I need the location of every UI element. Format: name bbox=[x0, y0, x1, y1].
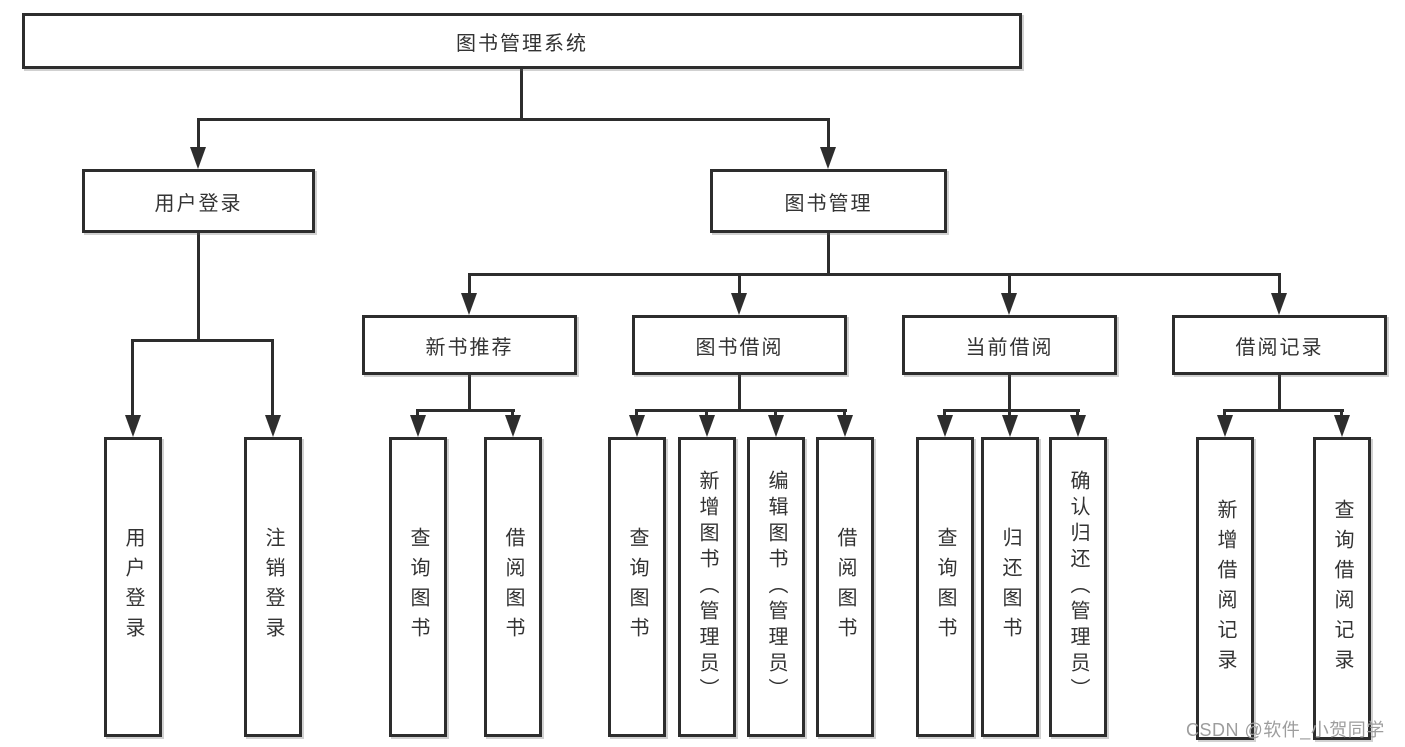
arrow-down-icon bbox=[699, 415, 715, 437]
connector-new-book-trunk bbox=[468, 375, 471, 409]
leaf-records-add-record: 新增借阅记录 bbox=[1196, 437, 1254, 740]
leaf-recommend-query-books: 查询图书 bbox=[389, 437, 447, 737]
connector-book-borrow-bar bbox=[635, 409, 847, 412]
leaf-borrow-borrow-books-label: 借阅图书 bbox=[834, 527, 856, 647]
node-current-borrowing-label: 当前借阅 bbox=[965, 336, 1054, 359]
connector-to-book-borrow bbox=[738, 273, 741, 295]
node-user-login: 用户登录 bbox=[82, 169, 315, 233]
leaf-records-add-record-label: 新增借阅记录 bbox=[1214, 498, 1236, 679]
connector-stub bbox=[416, 409, 419, 417]
arrow-down-icon bbox=[1334, 415, 1350, 437]
connector-borrow-records-bar bbox=[1223, 409, 1344, 412]
connector-stub bbox=[1008, 409, 1011, 417]
connector-to-leaf-logout bbox=[271, 339, 274, 417]
arrow-down-icon bbox=[410, 415, 426, 437]
leaf-recommend-query-books-label: 查询图书 bbox=[407, 527, 429, 647]
leaf-borrow-add-books-admin: 新增图书（管理员） bbox=[678, 437, 736, 737]
leaf-current-return-books: 归还图书 bbox=[981, 437, 1039, 737]
node-borrowing-records-label: 借阅记录 bbox=[1235, 336, 1324, 359]
leaf-borrow-query-books-label: 查询图书 bbox=[626, 527, 648, 647]
arrow-down-icon bbox=[937, 415, 953, 437]
connector-to-leaf-user-login bbox=[131, 339, 134, 417]
connector-book-mgmt-bar bbox=[468, 273, 1281, 276]
connector-user-login-bar bbox=[131, 339, 274, 342]
leaf-recommend-borrow-books: 借阅图书 bbox=[484, 437, 542, 737]
arrow-down-icon bbox=[1217, 415, 1233, 437]
connector-book-borrow-trunk bbox=[738, 375, 741, 409]
node-borrowing-records: 借阅记录 bbox=[1172, 315, 1387, 375]
connector-stub bbox=[1340, 409, 1343, 417]
connector-current-borrow-bar bbox=[943, 409, 1080, 412]
leaf-borrow-query-books: 查询图书 bbox=[608, 437, 666, 737]
csdn-watermark: CSDN @软件_小贺同学 bbox=[1186, 720, 1385, 740]
leaf-user-login-label: 用户登录 bbox=[122, 527, 144, 647]
node-book-borrowing: 图书借阅 bbox=[632, 315, 847, 375]
leaf-borrow-edit-books-admin: 编辑图书（管理员） bbox=[747, 437, 805, 737]
leaf-user-login: 用户登录 bbox=[104, 437, 162, 737]
node-book-borrowing-label: 图书借阅 bbox=[695, 336, 784, 359]
leaf-borrow-borrow-books: 借阅图书 bbox=[816, 437, 874, 737]
leaf-current-query-books-label: 查询图书 bbox=[934, 527, 956, 647]
connector-stub bbox=[635, 409, 638, 417]
node-user-login-label: 用户登录 bbox=[154, 192, 243, 215]
connector-root-trunk bbox=[520, 69, 523, 118]
connector-stub bbox=[1223, 409, 1226, 417]
connector-root-to-book-mgmt bbox=[827, 118, 830, 149]
node-book-management-label: 图书管理 bbox=[784, 192, 873, 215]
arrow-down-icon bbox=[1002, 415, 1018, 437]
leaf-borrow-edit-books-admin-label: 编辑图书（管理员） bbox=[765, 470, 787, 704]
connector-stub bbox=[843, 409, 846, 417]
leaf-logout-label: 注销登录 bbox=[262, 527, 284, 647]
arrow-down-icon bbox=[837, 415, 853, 437]
leaf-records-query-record: 查询借阅记录 bbox=[1313, 437, 1371, 740]
leaf-borrow-add-books-admin-label: 新增图书（管理员） bbox=[696, 470, 718, 704]
arrow-down-icon bbox=[1070, 415, 1086, 437]
connector-new-book-bar bbox=[416, 409, 515, 412]
arrow-down-icon bbox=[629, 415, 645, 437]
leaf-current-query-books: 查询图书 bbox=[916, 437, 974, 737]
connector-stub bbox=[1076, 409, 1079, 417]
node-book-management: 图书管理 bbox=[710, 169, 947, 233]
arrow-down-icon bbox=[461, 293, 477, 315]
connector-current-borrow-trunk bbox=[1008, 375, 1011, 409]
connector-borrow-records-trunk bbox=[1278, 375, 1281, 409]
leaf-recommend-borrow-books-label: 借阅图书 bbox=[502, 527, 524, 647]
node-library-system: 图书管理系统 bbox=[22, 13, 1022, 69]
leaf-records-query-record-label: 查询借阅记录 bbox=[1331, 498, 1353, 679]
node-current-borrowing: 当前借阅 bbox=[902, 315, 1117, 375]
connector-to-new-book bbox=[468, 273, 471, 295]
leaf-current-return-books-label: 归还图书 bbox=[999, 527, 1021, 647]
connector-stub bbox=[943, 409, 946, 417]
arrow-down-icon bbox=[505, 415, 521, 437]
arrow-down-icon bbox=[1271, 293, 1287, 315]
node-new-book-recommendation: 新书推荐 bbox=[362, 315, 577, 375]
connector-stub bbox=[511, 409, 514, 417]
arrow-down-icon bbox=[190, 147, 206, 169]
connector-to-current-borrow bbox=[1008, 273, 1011, 295]
arrow-down-icon bbox=[265, 415, 281, 437]
connector-root-to-user-login bbox=[197, 118, 200, 149]
connector-stub bbox=[774, 409, 777, 417]
connector-stub bbox=[705, 409, 708, 417]
arrow-down-icon bbox=[731, 293, 747, 315]
arrow-down-icon bbox=[125, 415, 141, 437]
connector-book-mgmt-trunk bbox=[827, 233, 830, 273]
arrow-down-icon bbox=[1001, 293, 1017, 315]
arrow-down-icon bbox=[820, 147, 836, 169]
connector-root-bar bbox=[197, 118, 830, 121]
node-library-system-label: 图书管理系统 bbox=[456, 32, 588, 55]
node-new-book-recommendation-label: 新书推荐 bbox=[425, 336, 514, 359]
connector-user-login-trunk bbox=[197, 233, 200, 339]
connector-to-borrow-records bbox=[1278, 273, 1281, 295]
leaf-logout: 注销登录 bbox=[244, 437, 302, 737]
leaf-current-confirm-return-admin-label: 确认归还（管理员） bbox=[1067, 470, 1089, 704]
leaf-current-confirm-return-admin: 确认归还（管理员） bbox=[1049, 437, 1107, 737]
arrow-down-icon bbox=[768, 415, 784, 437]
